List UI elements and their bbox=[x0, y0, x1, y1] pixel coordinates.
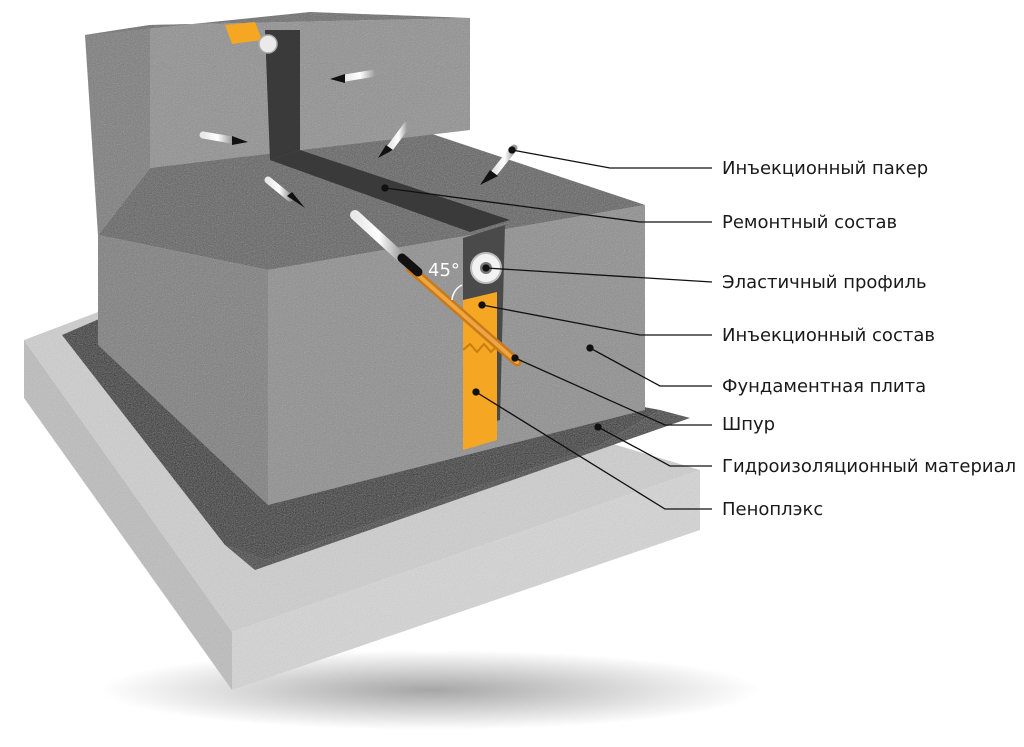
leader-hole bbox=[511, 354, 712, 426]
leader-packer bbox=[508, 146, 712, 169]
leader-profile bbox=[482, 264, 713, 283]
drill-hole bbox=[405, 263, 522, 367]
leader-foam bbox=[472, 388, 712, 510]
leader-water bbox=[594, 423, 712, 467]
concrete-upper-block bbox=[85, 12, 470, 235]
packer-main bbox=[350, 210, 423, 277]
packer-2 bbox=[199, 131, 248, 145]
label-penoplex: Пеноплэкс bbox=[722, 499, 824, 520]
angle-arc bbox=[451, 284, 463, 301]
label-injection-compound: Инъекционный состав bbox=[722, 325, 935, 346]
packer-1 bbox=[330, 69, 379, 83]
leader-repair bbox=[381, 184, 712, 223]
label-injection-packer: Инъекционный пакер bbox=[722, 158, 929, 179]
label-repair-compound: Ремонтный состав bbox=[722, 212, 898, 233]
label-waterproofing-material: Гидроизоляционный материал bbox=[722, 456, 1017, 477]
label-drill-hole: Шпур bbox=[722, 414, 776, 435]
packer-5 bbox=[264, 176, 305, 208]
leader-slab bbox=[586, 344, 712, 387]
leader-inject bbox=[478, 301, 712, 336]
label-elastic-profile: Эластичный профиль bbox=[722, 272, 927, 293]
label-foundation-slab: Фундаментная плита bbox=[722, 376, 927, 397]
angle-label: 45° bbox=[428, 260, 460, 281]
leader-lines bbox=[381, 146, 713, 510]
concrete-wall bbox=[98, 130, 645, 505]
ground-shadow bbox=[100, 650, 760, 730]
packer-3 bbox=[378, 121, 411, 158]
